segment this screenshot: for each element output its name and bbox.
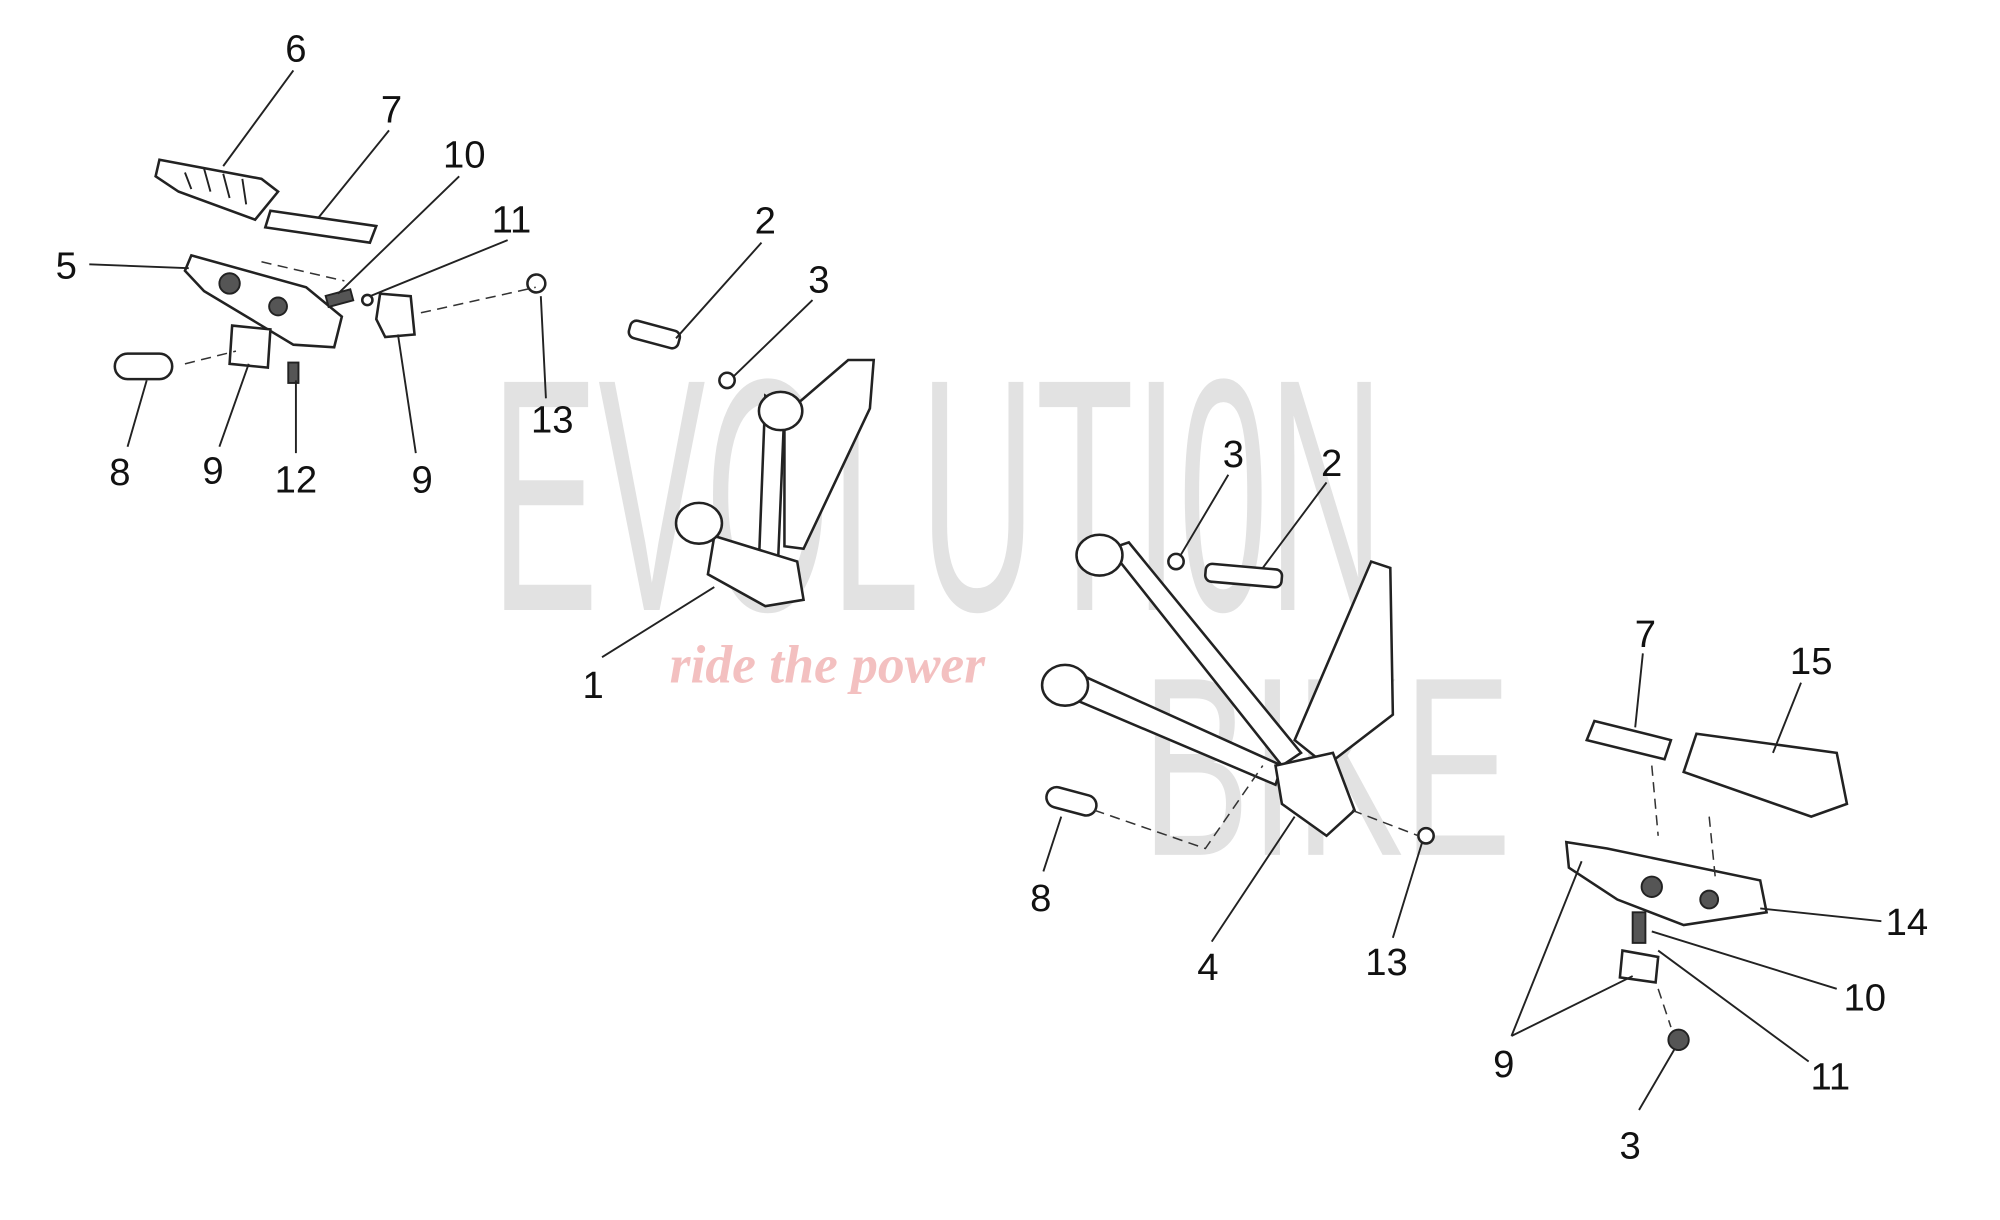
part-number-labels: 6 7 10 11 5 13 8 9 12 9 2 3 1 3 2 7 15 8… xyxy=(56,28,1928,1168)
part-4-arm-upper xyxy=(1107,540,1303,768)
part-2-bolt-right xyxy=(1203,562,1284,589)
part-3-washer-right xyxy=(1167,552,1185,571)
part-9-bracket-right-lower xyxy=(1618,949,1660,984)
diagram-stroke xyxy=(184,168,248,205)
diagram-stroke xyxy=(218,272,241,295)
label-10: 10 xyxy=(443,133,486,176)
label-9: 9 xyxy=(202,450,223,493)
diagram-stroke xyxy=(89,69,1882,1111)
part-12-screw xyxy=(287,361,300,384)
label-3: 3 xyxy=(1223,433,1244,476)
label-11: 11 xyxy=(492,198,532,241)
diagram-stroke xyxy=(1651,765,1717,1028)
part-15-footpeg-rubber xyxy=(1682,732,1849,818)
right-bracket-assembly xyxy=(1040,533,1435,850)
part-3-screw-right xyxy=(1667,1028,1690,1052)
part-1-body xyxy=(706,534,806,608)
watermark-brand-top: EVOLUTI0N xyxy=(491,311,1384,681)
diagram-stroke xyxy=(1040,663,1090,707)
part-2-bolt xyxy=(627,319,682,350)
right-footpeg-assembly xyxy=(1564,719,1849,1052)
part-14-footpeg xyxy=(1564,840,1769,927)
diagram-stroke xyxy=(1094,765,1419,850)
part-9-bracket-right xyxy=(374,292,416,339)
diagram-stroke xyxy=(184,261,536,365)
part-8-pin-right xyxy=(1045,785,1098,817)
part-7-plate-right xyxy=(1585,719,1673,761)
leader-lines xyxy=(89,69,1882,1111)
label-6: 6 xyxy=(285,28,306,71)
part-7-plate xyxy=(263,209,379,245)
label-14: 14 xyxy=(1886,901,1929,944)
label-1: 1 xyxy=(582,664,603,707)
diagram-stroke xyxy=(757,390,804,432)
diagram-stroke xyxy=(1640,875,1663,898)
diagram-stroke xyxy=(1075,533,1124,577)
left-footpeg-assembly xyxy=(113,158,547,384)
label-3: 3 xyxy=(808,258,829,301)
part-9-bracket-left xyxy=(228,324,272,370)
part-3-washer xyxy=(718,371,736,390)
label-5: 5 xyxy=(56,244,77,287)
part-1-guard xyxy=(783,358,876,551)
diagram-stroke xyxy=(674,501,724,545)
label-12: 12 xyxy=(275,459,318,502)
label-13: 13 xyxy=(531,399,574,442)
label-9: 9 xyxy=(1493,1043,1514,1086)
label-15: 15 xyxy=(1790,640,1833,683)
diagram-stroke xyxy=(1699,889,1720,910)
part-6-footpeg-rubber xyxy=(154,158,280,222)
label-9: 9 xyxy=(412,459,433,502)
part-8-pin xyxy=(113,352,174,381)
left-bracket-assembly xyxy=(627,319,876,608)
label-3: 3 xyxy=(1619,1124,1640,1167)
label-4: 4 xyxy=(1197,946,1218,989)
label-11: 11 xyxy=(1810,1056,1850,1099)
watermark-tagline: ride the power xyxy=(670,635,987,695)
label-8: 8 xyxy=(109,451,130,494)
label-10: 10 xyxy=(1844,977,1887,1020)
part-11-ball xyxy=(360,293,374,307)
label-8: 8 xyxy=(1030,877,1051,920)
label-7: 7 xyxy=(1635,613,1656,656)
label-2: 2 xyxy=(755,200,776,243)
part-10-spring-right xyxy=(1631,911,1647,944)
part-4-body xyxy=(1274,751,1357,838)
label-2: 2 xyxy=(1321,442,1342,485)
diagram-stroke xyxy=(268,296,288,317)
label-13: 13 xyxy=(1365,941,1408,984)
part-13-clip-right xyxy=(1417,826,1435,845)
label-7: 7 xyxy=(381,89,402,132)
part-13-clip xyxy=(526,273,547,294)
